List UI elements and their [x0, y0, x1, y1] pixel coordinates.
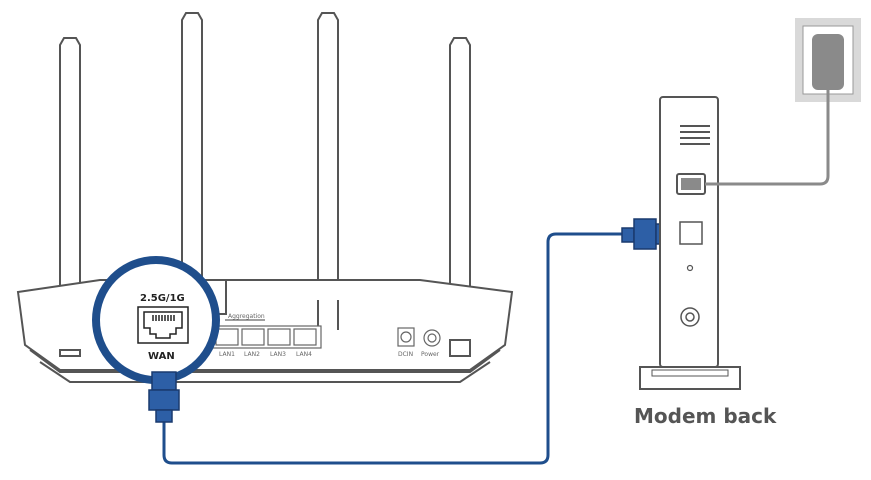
lan-ports — [212, 319, 322, 349]
antenna-3 — [317, 12, 339, 321]
ethernet-cable — [162, 232, 625, 465]
dcin-label: DCIN — [398, 351, 413, 358]
lan2-label: LAN2 — [244, 351, 260, 358]
power-cable — [705, 90, 830, 186]
lan1-label: LAN1 — [219, 351, 235, 358]
modem — [639, 96, 741, 390]
wan-speed-label: 2.5G/1G — [140, 293, 185, 304]
dcin-port — [397, 327, 415, 347]
router-ethernet-plug — [148, 371, 180, 423]
lan3-label: LAN3 — [270, 351, 286, 358]
wan-magnifier: 2.5G/1G WAN — [92, 256, 220, 384]
wall-outlet — [795, 18, 861, 102]
lan4-label: LAN4 — [296, 351, 312, 358]
modem-caption: Modem back — [634, 404, 777, 428]
wan-port-icon — [137, 306, 189, 344]
power-button — [423, 329, 441, 347]
aggregation-label: Aggregation — [228, 313, 265, 320]
power-label: Power — [421, 351, 440, 358]
wan-label: WAN — [148, 351, 175, 362]
